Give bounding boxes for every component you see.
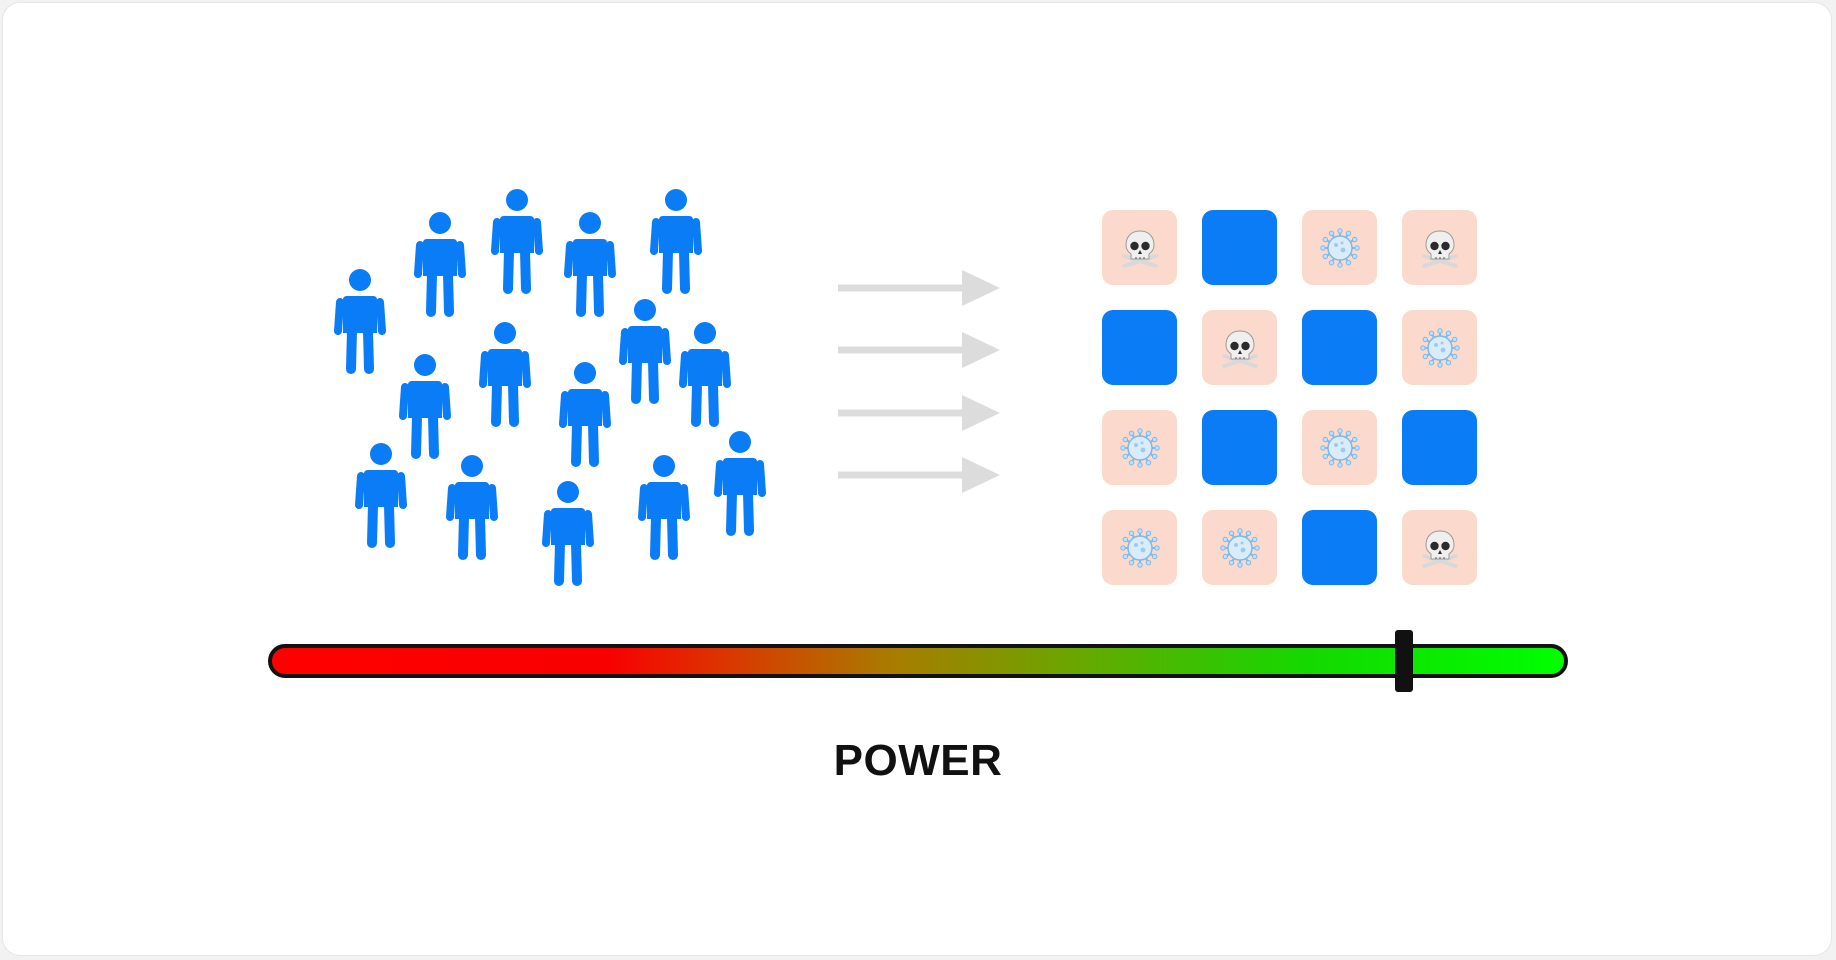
positive-cell	[1302, 510, 1377, 585]
virus-icon	[1418, 326, 1462, 370]
negative-cell	[1402, 210, 1477, 285]
virus-icon	[1318, 226, 1362, 270]
positive-cell	[1102, 310, 1177, 385]
skull-icon	[1218, 326, 1262, 370]
negative-cell	[1102, 210, 1177, 285]
negative-cell	[1302, 410, 1377, 485]
outcome-grid	[1102, 210, 1478, 586]
skull-icon	[1118, 226, 1162, 270]
negative-cell	[1302, 210, 1377, 285]
virus-icon	[1218, 526, 1262, 570]
power-meter	[268, 644, 1568, 678]
positive-cell	[1302, 310, 1377, 385]
negative-cell	[1402, 510, 1477, 585]
power-meter-indicator	[1395, 630, 1413, 692]
virus-icon	[1118, 526, 1162, 570]
skull-icon	[1418, 226, 1462, 270]
negative-cell	[1102, 510, 1177, 585]
positive-cell	[1402, 410, 1477, 485]
negative-cell	[1202, 310, 1277, 385]
positive-cell	[1202, 410, 1277, 485]
power-label: POWER	[833, 736, 1003, 785]
negative-cell	[1102, 410, 1177, 485]
skull-icon	[1418, 526, 1462, 570]
negative-cell	[1402, 310, 1477, 385]
virus-icon	[1318, 426, 1362, 470]
negative-cell	[1202, 510, 1277, 585]
positive-cell	[1202, 210, 1277, 285]
virus-icon	[1118, 426, 1162, 470]
